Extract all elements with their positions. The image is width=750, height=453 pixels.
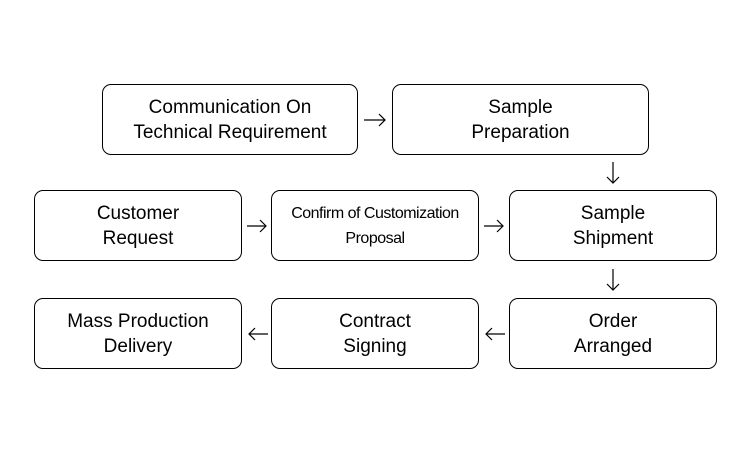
- arrow-left-icon: [248, 327, 268, 341]
- arrow-right-icon: [364, 113, 386, 127]
- arrow-down-icon: [606, 162, 620, 184]
- node-mass-production-delivery: Mass Production Delivery: [34, 298, 242, 369]
- arrow-right-icon: [484, 219, 504, 233]
- node-confirm-of-customization-proposal: Confirm of Customization Proposal: [271, 190, 479, 261]
- arrow-left-icon: [485, 327, 505, 341]
- arrow-right-icon: [247, 219, 267, 233]
- node-label: Customer Request: [96, 202, 180, 249]
- arrow-down-icon: [606, 269, 620, 291]
- node-label: Sample Shipment: [572, 202, 654, 249]
- node-customer-request: Customer Request: [34, 190, 242, 261]
- node-sample-preparation: Sample Preparation: [392, 84, 649, 155]
- node-label: Order Arranged: [573, 310, 653, 357]
- node-order-arranged: Order Arranged: [509, 298, 717, 369]
- node-contract-signing: Contract Signing: [271, 298, 479, 369]
- node-label: Sample Preparation: [471, 96, 570, 143]
- node-label: Communication On Technical Requirement: [133, 96, 327, 143]
- node-sample-shipment: Sample Shipment: [509, 190, 717, 261]
- node-label: Mass Production Delivery: [67, 310, 209, 357]
- node-communication-on-technical-requirement: Communication On Technical Requirement: [102, 84, 358, 155]
- node-label: Confirm of Customization Proposal: [291, 204, 459, 247]
- node-label: Contract Signing: [339, 310, 411, 357]
